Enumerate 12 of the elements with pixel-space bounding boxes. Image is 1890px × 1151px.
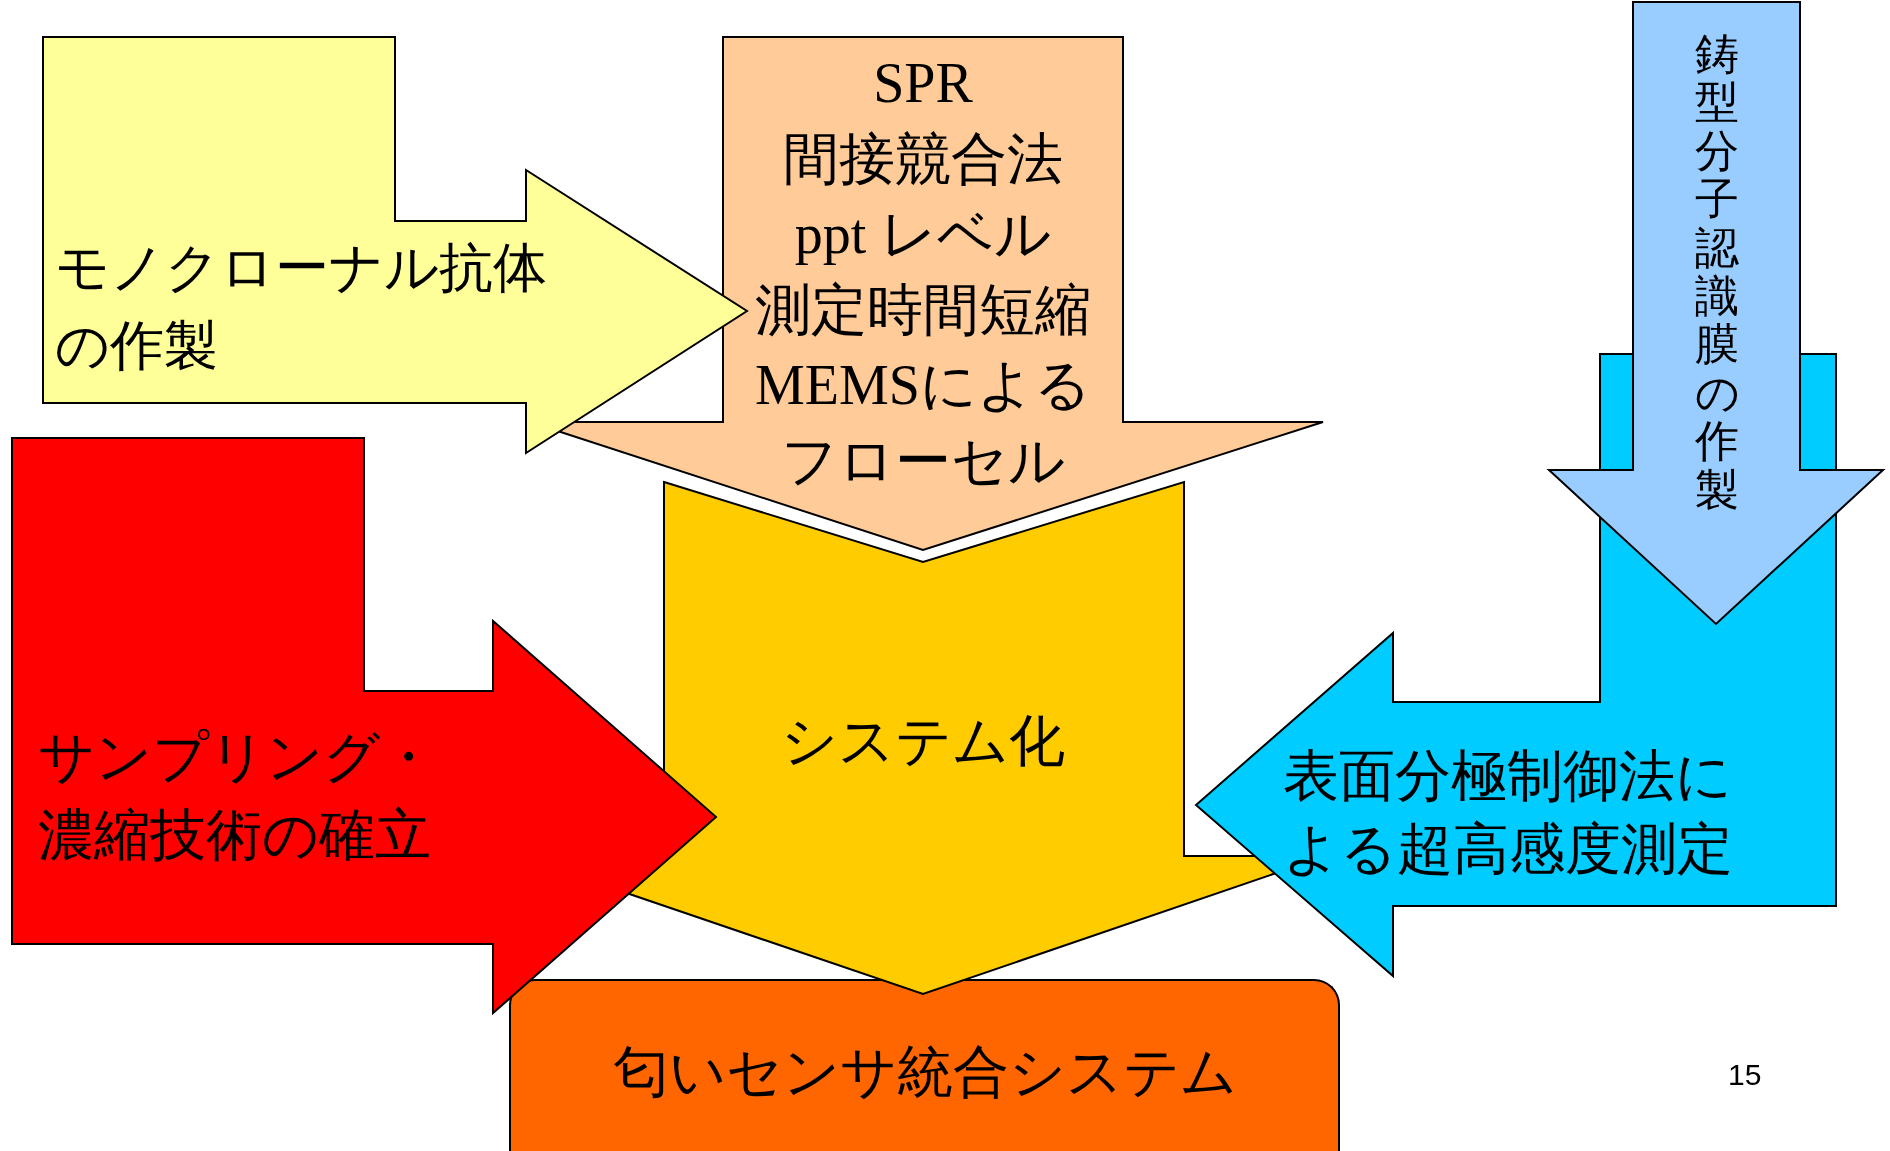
arrow-text: サンプリング・濃縮技術の確立 [38, 724, 437, 869]
arrow-text: ppt レベル [793, 202, 1053, 268]
arrow-text: SPR [872, 51, 974, 116]
arrow-text: MEMSによるフローセル [754, 353, 1092, 494]
arrow-text: モノクローナル抗体の作製 [55, 236, 548, 378]
arrow-text: 間接競合法 [782, 126, 1064, 192]
arrow-text: 測定時間短縮 [754, 277, 1092, 343]
arrow-text: 鋳型分子認識膜の作製 [1695, 30, 1739, 514]
arrow-text: システム化 [780, 708, 1066, 774]
arrow-text: 表面分極制御法による超高感度測定 [1283, 743, 1734, 882]
arrow-text: 匂いセンサ統合システム [611, 1039, 1238, 1105]
page-number: 15 [1728, 1057, 1762, 1093]
